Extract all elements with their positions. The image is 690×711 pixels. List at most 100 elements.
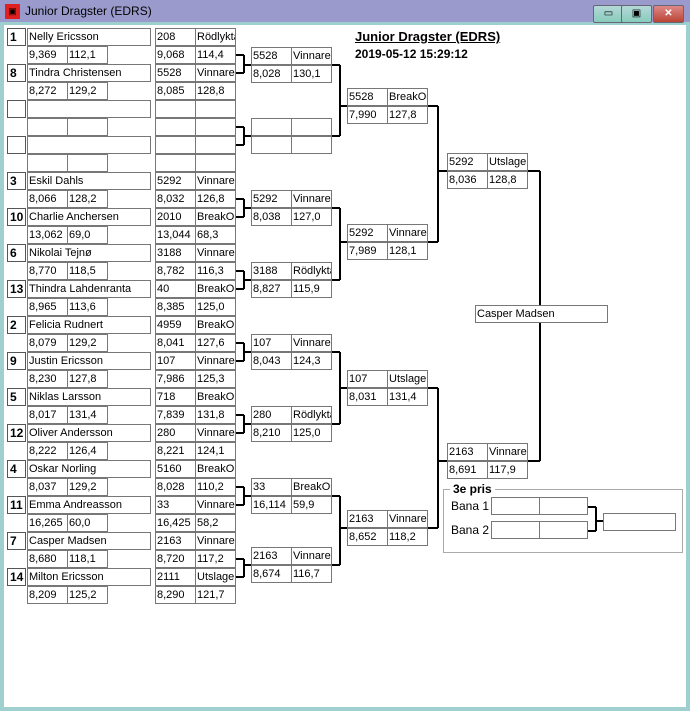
round1-speed[interactable] bbox=[195, 118, 236, 136]
round2-result[interactable]: Vinnare bbox=[291, 334, 332, 352]
round1-speed[interactable]: 121,7 bbox=[195, 586, 236, 604]
round1-et[interactable] bbox=[155, 118, 196, 136]
round1-speed[interactable]: 58,2 bbox=[195, 514, 236, 532]
round1-car[interactable]: 5160 bbox=[155, 460, 196, 478]
round1-car[interactable]: 107 bbox=[155, 352, 196, 370]
round2-speed[interactable]: 59,9 bbox=[291, 496, 332, 514]
round2-speed[interactable] bbox=[291, 136, 332, 154]
entrant-et[interactable]: 8,230 bbox=[27, 370, 68, 388]
round2-car[interactable]: 5292 bbox=[251, 190, 292, 208]
round1-car[interactable]: 5292 bbox=[155, 172, 196, 190]
entrant-speed[interactable]: 69,0 bbox=[67, 226, 108, 244]
round2-result[interactable]: Vinnare bbox=[291, 47, 332, 65]
round3-result[interactable]: BreakOut bbox=[387, 88, 428, 106]
round1-et[interactable]: 8,085 bbox=[155, 82, 196, 100]
entrant-et[interactable] bbox=[27, 154, 68, 172]
round2-car[interactable]: 3188 bbox=[251, 262, 292, 280]
round1-et[interactable]: 8,221 bbox=[155, 442, 196, 460]
entrant-et[interactable]: 8,037 bbox=[27, 478, 68, 496]
round1-result[interactable]: Vinnare bbox=[195, 64, 236, 82]
round1-result[interactable]: Vinnare bbox=[195, 532, 236, 550]
round2-car[interactable]: 5528 bbox=[251, 47, 292, 65]
round3-et[interactable]: 7,990 bbox=[347, 106, 388, 124]
round1-speed[interactable]: 124,1 bbox=[195, 442, 236, 460]
round1-result[interactable]: BreakOut bbox=[195, 388, 236, 406]
round1-speed[interactable]: 114,4 bbox=[195, 46, 236, 64]
semifinal-speed[interactable]: 128,8 bbox=[487, 171, 528, 189]
round2-speed[interactable]: 125,0 bbox=[291, 424, 332, 442]
round3-car[interactable]: 5292 bbox=[347, 224, 388, 242]
round2-car[interactable]: 107 bbox=[251, 334, 292, 352]
round1-et[interactable]: 8,290 bbox=[155, 586, 196, 604]
round2-et[interactable]: 16,114 bbox=[251, 496, 292, 514]
round2-speed[interactable]: 116,7 bbox=[291, 565, 332, 583]
entrant-et[interactable]: 13,062 bbox=[27, 226, 68, 244]
round3-speed[interactable]: 118,2 bbox=[387, 528, 428, 546]
round2-result[interactable]: Rödlyktan bbox=[291, 406, 332, 424]
round2-speed[interactable]: 115,9 bbox=[291, 280, 332, 298]
round2-speed[interactable]: 127,0 bbox=[291, 208, 332, 226]
round1-speed[interactable]: 125,0 bbox=[195, 298, 236, 316]
entrant-name[interactable]: Felicia Rudnert bbox=[27, 316, 151, 334]
round1-car[interactable] bbox=[155, 100, 196, 118]
round1-et[interactable]: 8,720 bbox=[155, 550, 196, 568]
round1-car[interactable]: 208 bbox=[155, 28, 196, 46]
round1-result[interactable]: BreakOut bbox=[195, 280, 236, 298]
entrant-speed[interactable] bbox=[67, 154, 108, 172]
third-place-winner[interactable] bbox=[603, 513, 676, 531]
round1-result[interactable]: BreakOut bbox=[195, 460, 236, 478]
entrant-speed[interactable]: 128,2 bbox=[67, 190, 108, 208]
round1-result[interactable] bbox=[195, 136, 236, 154]
entrant-speed[interactable]: 125,2 bbox=[67, 586, 108, 604]
round1-car[interactable]: 2163 bbox=[155, 532, 196, 550]
round2-result[interactable]: Rödlyktan bbox=[291, 262, 332, 280]
round3-car[interactable]: 2163 bbox=[347, 510, 388, 528]
semifinal-speed[interactable]: 117,9 bbox=[487, 461, 528, 479]
round1-result[interactable]: Vinnare bbox=[195, 496, 236, 514]
round1-speed[interactable]: 68,3 bbox=[195, 226, 236, 244]
round3-car[interactable]: 5528 bbox=[347, 88, 388, 106]
round1-speed[interactable]: 116,3 bbox=[195, 262, 236, 280]
round3-result[interactable]: Vinnare bbox=[387, 224, 428, 242]
semifinal-car[interactable]: 2163 bbox=[447, 443, 488, 461]
round1-car[interactable]: 2111 bbox=[155, 568, 196, 586]
round1-car[interactable]: 3188 bbox=[155, 244, 196, 262]
round3-result[interactable]: Utslagen bbox=[387, 370, 428, 388]
round1-result[interactable]: Vinnare bbox=[195, 424, 236, 442]
entrant-et[interactable]: 9,369 bbox=[27, 46, 68, 64]
entrant-name[interactable] bbox=[27, 100, 151, 118]
round3-speed[interactable]: 128,1 bbox=[387, 242, 428, 260]
semifinal-et[interactable]: 8,036 bbox=[447, 171, 488, 189]
round2-et[interactable] bbox=[251, 136, 292, 154]
third-lane1-result[interactable] bbox=[539, 497, 588, 515]
entrant-et[interactable]: 8,079 bbox=[27, 334, 68, 352]
entrant-name[interactable]: Casper Madsen bbox=[27, 532, 151, 550]
round2-car[interactable]: 2163 bbox=[251, 547, 292, 565]
round1-car[interactable]: 40 bbox=[155, 280, 196, 298]
entrant-name[interactable]: Niklas Larsson bbox=[27, 388, 151, 406]
entrant-speed[interactable]: 131,4 bbox=[67, 406, 108, 424]
round1-et[interactable]: 8,028 bbox=[155, 478, 196, 496]
round2-result[interactable]: BreakOut bbox=[291, 478, 332, 496]
entrant-et[interactable]: 8,272 bbox=[27, 82, 68, 100]
round1-et[interactable]: 16,425 bbox=[155, 514, 196, 532]
round1-speed[interactable]: 128,8 bbox=[195, 82, 236, 100]
round2-result[interactable]: Vinnare bbox=[291, 547, 332, 565]
entrant-et[interactable]: 8,965 bbox=[27, 298, 68, 316]
round2-result[interactable]: Vinnare bbox=[291, 190, 332, 208]
round1-result[interactable]: Vinnare bbox=[195, 352, 236, 370]
entrant-et[interactable]: 8,770 bbox=[27, 262, 68, 280]
entrant-et[interactable]: 8,066 bbox=[27, 190, 68, 208]
round2-result[interactable] bbox=[291, 118, 332, 136]
round2-car[interactable]: 280 bbox=[251, 406, 292, 424]
round2-speed[interactable]: 124,3 bbox=[291, 352, 332, 370]
round1-speed[interactable]: 110,2 bbox=[195, 478, 236, 496]
third-lane2-result[interactable] bbox=[539, 521, 588, 539]
round1-speed[interactable] bbox=[195, 154, 236, 172]
entrant-name[interactable]: Emma Andreasson bbox=[27, 496, 151, 514]
round2-et[interactable]: 8,674 bbox=[251, 565, 292, 583]
round3-et[interactable]: 8,652 bbox=[347, 528, 388, 546]
entrant-speed[interactable]: 129,2 bbox=[67, 478, 108, 496]
entrant-speed[interactable]: 129,2 bbox=[67, 334, 108, 352]
round1-et[interactable]: 7,986 bbox=[155, 370, 196, 388]
